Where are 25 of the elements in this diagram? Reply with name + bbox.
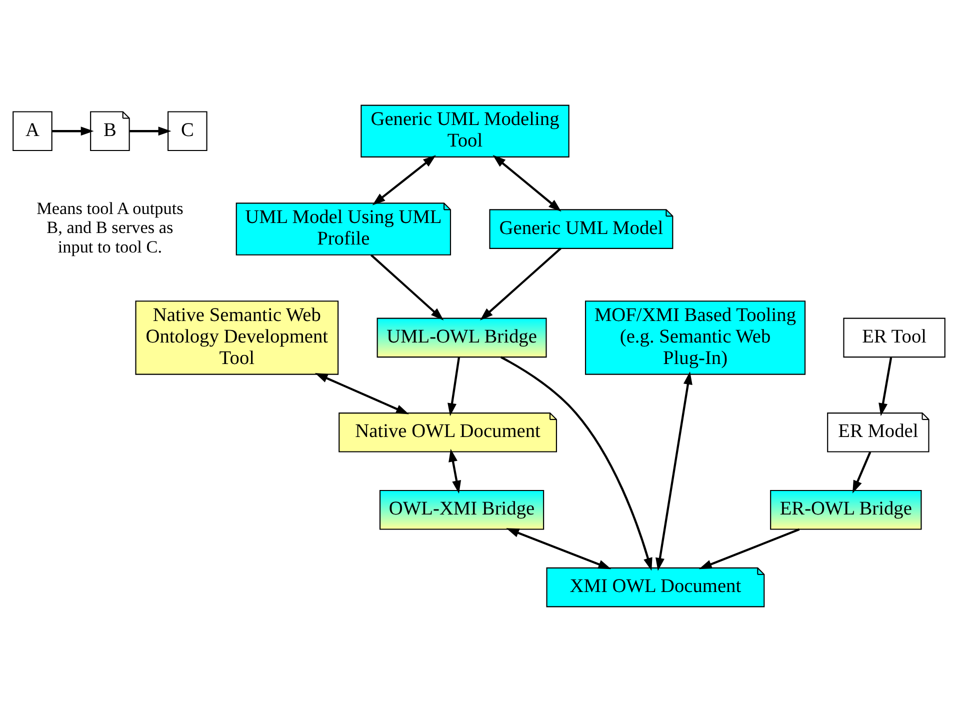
node-box: ER Tool xyxy=(843,317,946,358)
arrow xyxy=(448,448,462,494)
node-box: UML-OWL Bridge xyxy=(376,317,547,358)
arrow xyxy=(448,356,460,416)
node-box: C xyxy=(168,110,208,151)
arrow xyxy=(314,372,409,414)
node-box: A xyxy=(12,110,52,151)
node-box: ER-OWL Bridge xyxy=(770,489,922,530)
node-box: OWL-XMI Bridge xyxy=(379,489,544,530)
arrow xyxy=(370,254,444,320)
node-box: MOF/XMI Based Tooling (e.g. Semantic Web Plug-In) xyxy=(584,300,806,374)
arrow xyxy=(492,154,562,212)
arrow xyxy=(506,528,612,569)
arrow xyxy=(500,356,652,570)
arrow xyxy=(372,154,436,205)
node-box: Generic UML Modeling Tool xyxy=(360,104,570,157)
arrow xyxy=(852,451,872,493)
node-box: Native Semantic Web Ontology Development Tool xyxy=(135,300,339,374)
arrow xyxy=(480,247,562,320)
arrow xyxy=(656,371,692,570)
label: Means tool A outputs B, and B serves as input to tool C. xyxy=(36,198,184,256)
arrow xyxy=(52,126,94,136)
arrow xyxy=(130,126,172,136)
arrow xyxy=(878,356,892,416)
arrow xyxy=(698,528,800,569)
